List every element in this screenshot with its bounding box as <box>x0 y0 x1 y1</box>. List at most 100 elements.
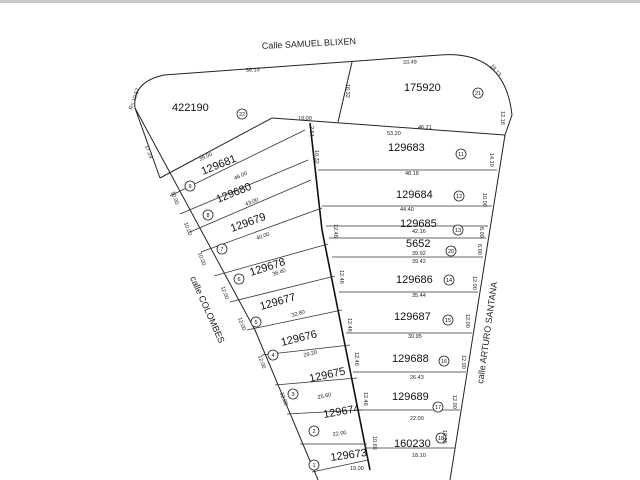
dimension-label: 22.00 <box>332 430 346 438</box>
dimension-label: 12.46 <box>346 318 352 332</box>
dimension-label: 12.00 <box>236 317 246 332</box>
dimension-label: 29.20 <box>303 350 318 359</box>
dimension-label: 56.13 <box>246 67 260 74</box>
parcel-number: 129674 <box>322 403 360 421</box>
dimension-label: 12.00 <box>219 286 229 301</box>
street-name-west: calle COLOMBES <box>188 275 226 345</box>
dimension-label: 35.44 <box>412 293 426 299</box>
svg-text:12: 12 <box>456 194 462 200</box>
block-east-edge <box>449 134 506 480</box>
parcel-number: 160230 <box>394 438 431 450</box>
boundary-north-split <box>337 61 353 123</box>
dimension-label: 48.18 <box>405 171 419 177</box>
svg-text:6: 6 <box>237 277 240 283</box>
lot-circle: 13 <box>452 224 464 236</box>
block-outline <box>134 54 513 480</box>
parcel-number: 129687 <box>394 311 431 323</box>
dimension-label: 39.42 <box>412 259 426 265</box>
lot-circle: 16 <box>438 355 450 367</box>
parcel-number: 175920 <box>404 82 441 94</box>
svg-text:16: 16 <box>441 359 447 365</box>
dimension-label: 12.16 <box>499 111 505 125</box>
svg-text:18: 18 <box>438 436 444 442</box>
lot-circle: 3 <box>287 388 299 400</box>
svg-text:5: 5 <box>254 320 257 326</box>
dimension-label: 10.32 <box>313 150 319 164</box>
dimension-label: 25.60 <box>317 392 332 401</box>
lot-circle: 8 <box>202 209 214 221</box>
lot-circle: 5 <box>250 316 262 328</box>
lot-circle: 4 <box>267 349 279 361</box>
lot-circle: 14 <box>443 274 455 286</box>
lot-circle: 17 <box>432 401 444 413</box>
dimension-label: 12.46 <box>332 224 338 238</box>
dimension-label: 12.46 <box>353 352 359 366</box>
lot-circle: 15 <box>442 314 454 326</box>
lot-circle: 20 <box>445 245 457 257</box>
lot-divider <box>229 275 336 303</box>
lot-circle: 12 <box>453 190 465 202</box>
dimension-label: 26.43 <box>410 375 424 381</box>
svg-text:1: 1 <box>312 463 315 469</box>
parcel-number: 129675 <box>308 366 346 385</box>
lot-circle: 6 <box>233 273 245 285</box>
svg-text:4: 4 <box>271 353 274 359</box>
parcel-number: 129683 <box>388 142 425 154</box>
parcel-number: 129685 <box>400 218 437 230</box>
svg-text:9: 9 <box>188 184 191 190</box>
svg-text:17: 17 <box>435 405 441 411</box>
lot-divider <box>311 459 369 473</box>
street-name-north: Calle SAMUEL BLIXEN <box>262 36 357 51</box>
dimension-label: 10.00 <box>196 252 206 267</box>
svg-text:22: 22 <box>239 112 245 118</box>
lot-circle: 9 <box>184 180 196 192</box>
lot-circle: 1 <box>308 459 320 471</box>
parcel-number: 129676 <box>280 328 319 349</box>
dimension-label: 22.00 <box>410 416 424 422</box>
svg-text:7: 7 <box>220 247 223 253</box>
dimension-label: 12.00 <box>464 314 470 328</box>
dimension-label: 10.00 <box>182 222 192 237</box>
svg-text:20: 20 <box>448 249 454 255</box>
lot-circle: 2 <box>308 425 320 437</box>
parcel-number: 129673 <box>330 447 368 464</box>
dimension-label: 43.00 <box>245 197 260 208</box>
dimension-label: 10.00 <box>481 193 487 207</box>
dimension-label: 46.21 <box>418 125 432 131</box>
boundary-parcel-22 <box>159 117 506 179</box>
svg-text:13: 13 <box>455 228 461 234</box>
dimension-label: 39.92 <box>412 251 426 257</box>
lot-circle: 7 <box>216 243 228 255</box>
lot-divider <box>213 243 329 277</box>
parcel-number: 129679 <box>229 211 268 235</box>
dimension-label: 42.16 <box>412 229 426 235</box>
dimension-label: R= 10.57 <box>128 88 141 111</box>
dimension-label: 10.00 <box>169 191 179 206</box>
lot-circle: 18 <box>435 432 447 444</box>
svg-text:8: 8 <box>206 213 209 219</box>
dimension-label: 6.00 <box>478 227 484 238</box>
lot-divider <box>246 309 343 331</box>
dimension-label: 12.00 <box>256 355 266 370</box>
parcel-number: 129677 <box>259 291 298 313</box>
dimension-label: 12.00 <box>451 395 457 409</box>
parcel-number: 129684 <box>396 189 433 201</box>
dimension-label: 18.13 <box>488 63 501 77</box>
svg-text:21: 21 <box>475 91 481 97</box>
dimension-label: 39.00 <box>198 152 213 163</box>
dimension-label: 12.46 <box>362 392 368 406</box>
dimension-label: 32.80 <box>291 309 306 319</box>
block-west-edge <box>134 107 161 179</box>
dimension-label: 33.49 <box>403 60 417 66</box>
dimension-label: 40.00 <box>256 232 271 242</box>
dimension-label: 19.00 <box>350 466 364 472</box>
dimension-label: 12.00 <box>471 276 477 290</box>
parcel-number: 129686 <box>396 274 433 286</box>
dimension-label: 14.10 <box>488 153 494 167</box>
parcel-number: 129688 <box>392 353 429 365</box>
lot-divider <box>286 409 363 415</box>
dimension-label: 36.40 <box>272 268 287 278</box>
top-border <box>0 0 640 3</box>
dimension-label: 30.95 <box>408 334 422 340</box>
